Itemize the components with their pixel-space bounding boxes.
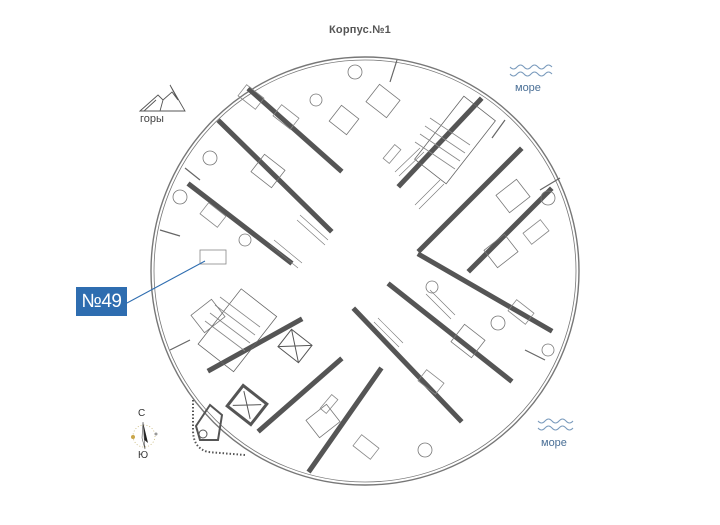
mountains-icon: [138, 84, 186, 112]
building-outline: [150, 56, 580, 486]
stair-core-sw: [197, 288, 278, 373]
waves-icon: [509, 64, 574, 431]
compass-north-label: С: [138, 408, 146, 419]
dining-table: [172, 64, 556, 458]
mountains-label: горы: [140, 113, 164, 125]
unit-badge[interactable]: №49: [76, 287, 127, 316]
stair-core-ne: [414, 95, 496, 185]
compass-icon: [131, 421, 158, 450]
compass-south-label: Ю: [138, 450, 149, 461]
sea-label-top: море: [515, 82, 541, 94]
sea-label-bottom: море: [541, 437, 567, 449]
elevator: [225, 328, 313, 427]
building-title: Корпус.№1: [329, 24, 391, 36]
bed: [190, 83, 531, 439]
unit-leader-line: [126, 260, 206, 304]
